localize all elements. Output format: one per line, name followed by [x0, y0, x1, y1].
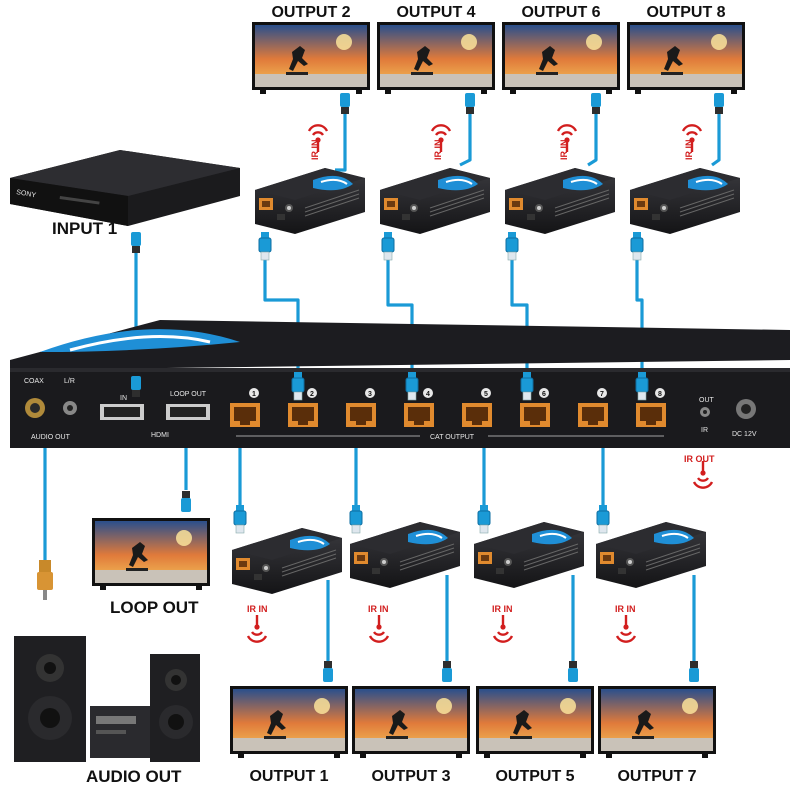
output-3-label: OUTPUT 3: [371, 768, 450, 785]
ir-in-icon: [368, 613, 390, 643]
tv-output-7: [598, 686, 716, 758]
dvd-player: SONY: [10, 150, 240, 226]
tv-output-8: [627, 22, 745, 94]
hdmi-label: HDMI: [151, 432, 169, 439]
bottom-receivers: [231, 521, 707, 595]
receiver-output-5: [473, 521, 585, 589]
ir-in-label: IR IN: [492, 604, 513, 614]
receiver-output-7: [595, 521, 707, 589]
ir-out-panel-label: OUT: [699, 397, 715, 404]
ir-in-label: IR IN: [310, 139, 320, 160]
top-rj45-plugs: [258, 231, 644, 261]
tv-output-6: [502, 22, 620, 94]
tv-output-5: [476, 686, 594, 758]
loop-out-label: LOOP OUT: [110, 598, 199, 617]
cat-port-1: [230, 403, 260, 427]
output-2-label: OUTPUT 2: [271, 4, 350, 21]
ir-in-icon: [246, 613, 268, 643]
dvd-brand: SONY: [16, 189, 37, 199]
port-number: 6: [542, 391, 546, 398]
loop-out-hdmi-plug: [181, 491, 191, 512]
ir-in-label: IR IN: [684, 139, 694, 160]
ir-in-label: IR IN: [368, 604, 389, 614]
tv-output-4: [377, 22, 495, 94]
dc-label: DC 12V: [732, 431, 757, 438]
receiver-output-1: [231, 527, 343, 595]
top-ir-in: IR IN IR IN IR IN IR IN: [307, 124, 703, 160]
ir-in-label: IR IN: [559, 139, 569, 160]
ir-in-label: IR IN: [247, 604, 268, 614]
port-number: 8: [658, 391, 662, 398]
loop-out-panel-label: LOOP OUT: [170, 391, 207, 398]
stereo-system: [14, 636, 200, 762]
port-number: 2: [310, 391, 314, 398]
port-number: 5: [484, 391, 488, 398]
cat-port-2: [288, 403, 318, 427]
top-outputs: OUTPUT 2 OUTPUT 4 OUTPUT 6 OUTPUT 8: [252, 4, 745, 94]
receiver-output-2: [254, 167, 366, 235]
receiver-output-4: [379, 167, 491, 235]
ir-out-icon: [692, 459, 714, 489]
tv-output-2: [252, 22, 370, 94]
cat-port-5: [462, 403, 492, 427]
receiver-output-8: [629, 167, 741, 235]
ir-in-icon: [492, 613, 514, 643]
ir-out-label: IR OUT: [684, 454, 715, 464]
tv-output-3: [352, 686, 470, 758]
hdmi-in-label: IN: [120, 395, 127, 402]
lr-label: L/R: [64, 378, 75, 385]
port-number-badges: [249, 388, 665, 398]
top-receivers: [254, 167, 741, 235]
ir-in-label: IR IN: [615, 604, 636, 614]
bottom-ir-in: IR IN IR IN IR IN IR IN: [246, 604, 637, 643]
audio-out-panel-label: AUDIO OUT: [31, 434, 71, 441]
cat-port-8: [636, 403, 666, 427]
rca-plug: [37, 560, 53, 600]
ir-panel-label: IR: [701, 427, 708, 434]
cat-port-4: [404, 403, 434, 427]
tv-loop-out: [92, 518, 210, 590]
audio-out-label: AUDIO OUT: [86, 767, 182, 786]
output-1-label: OUTPUT 1: [249, 768, 328, 785]
matrix-switch: COAX L/R AUDIO OUT IN LOOP OUT HDMI: [10, 320, 790, 448]
cat-output-label: CAT OUTPUT: [430, 434, 475, 441]
coax-label: COAX: [24, 378, 44, 385]
input-hdmi-plug: [131, 232, 141, 253]
top-hdmi-plugs: [340, 93, 724, 114]
port-number: 7: [600, 391, 604, 398]
output-7-label: OUTPUT 7: [617, 768, 696, 785]
port-number: 3: [368, 391, 372, 398]
output-6-label: OUTPUT 6: [521, 4, 600, 21]
output-5-label: OUTPUT 5: [495, 768, 574, 785]
ir-in-label: IR IN: [433, 139, 443, 160]
output-8-label: OUTPUT 8: [646, 4, 725, 21]
port-number: 1: [252, 391, 256, 398]
receiver-output-6: [504, 167, 616, 235]
cat-port-7: [578, 403, 608, 427]
cat-port-3: [346, 403, 376, 427]
cat-port-6: [520, 403, 550, 427]
output-4-label: OUTPUT 4: [396, 4, 475, 21]
input-1-label: INPUT 1: [52, 219, 117, 238]
receiver-output-3: [349, 521, 461, 589]
port-number: 4: [426, 391, 430, 398]
bottom-outputs: OUTPUT 1 OUTPUT 3 OUTPUT 5 OUTPUT 7: [230, 686, 716, 785]
ir-in-icon: [615, 613, 637, 643]
tv-output-1: [230, 686, 348, 758]
bottom-hdmi-plugs: [323, 661, 699, 682]
